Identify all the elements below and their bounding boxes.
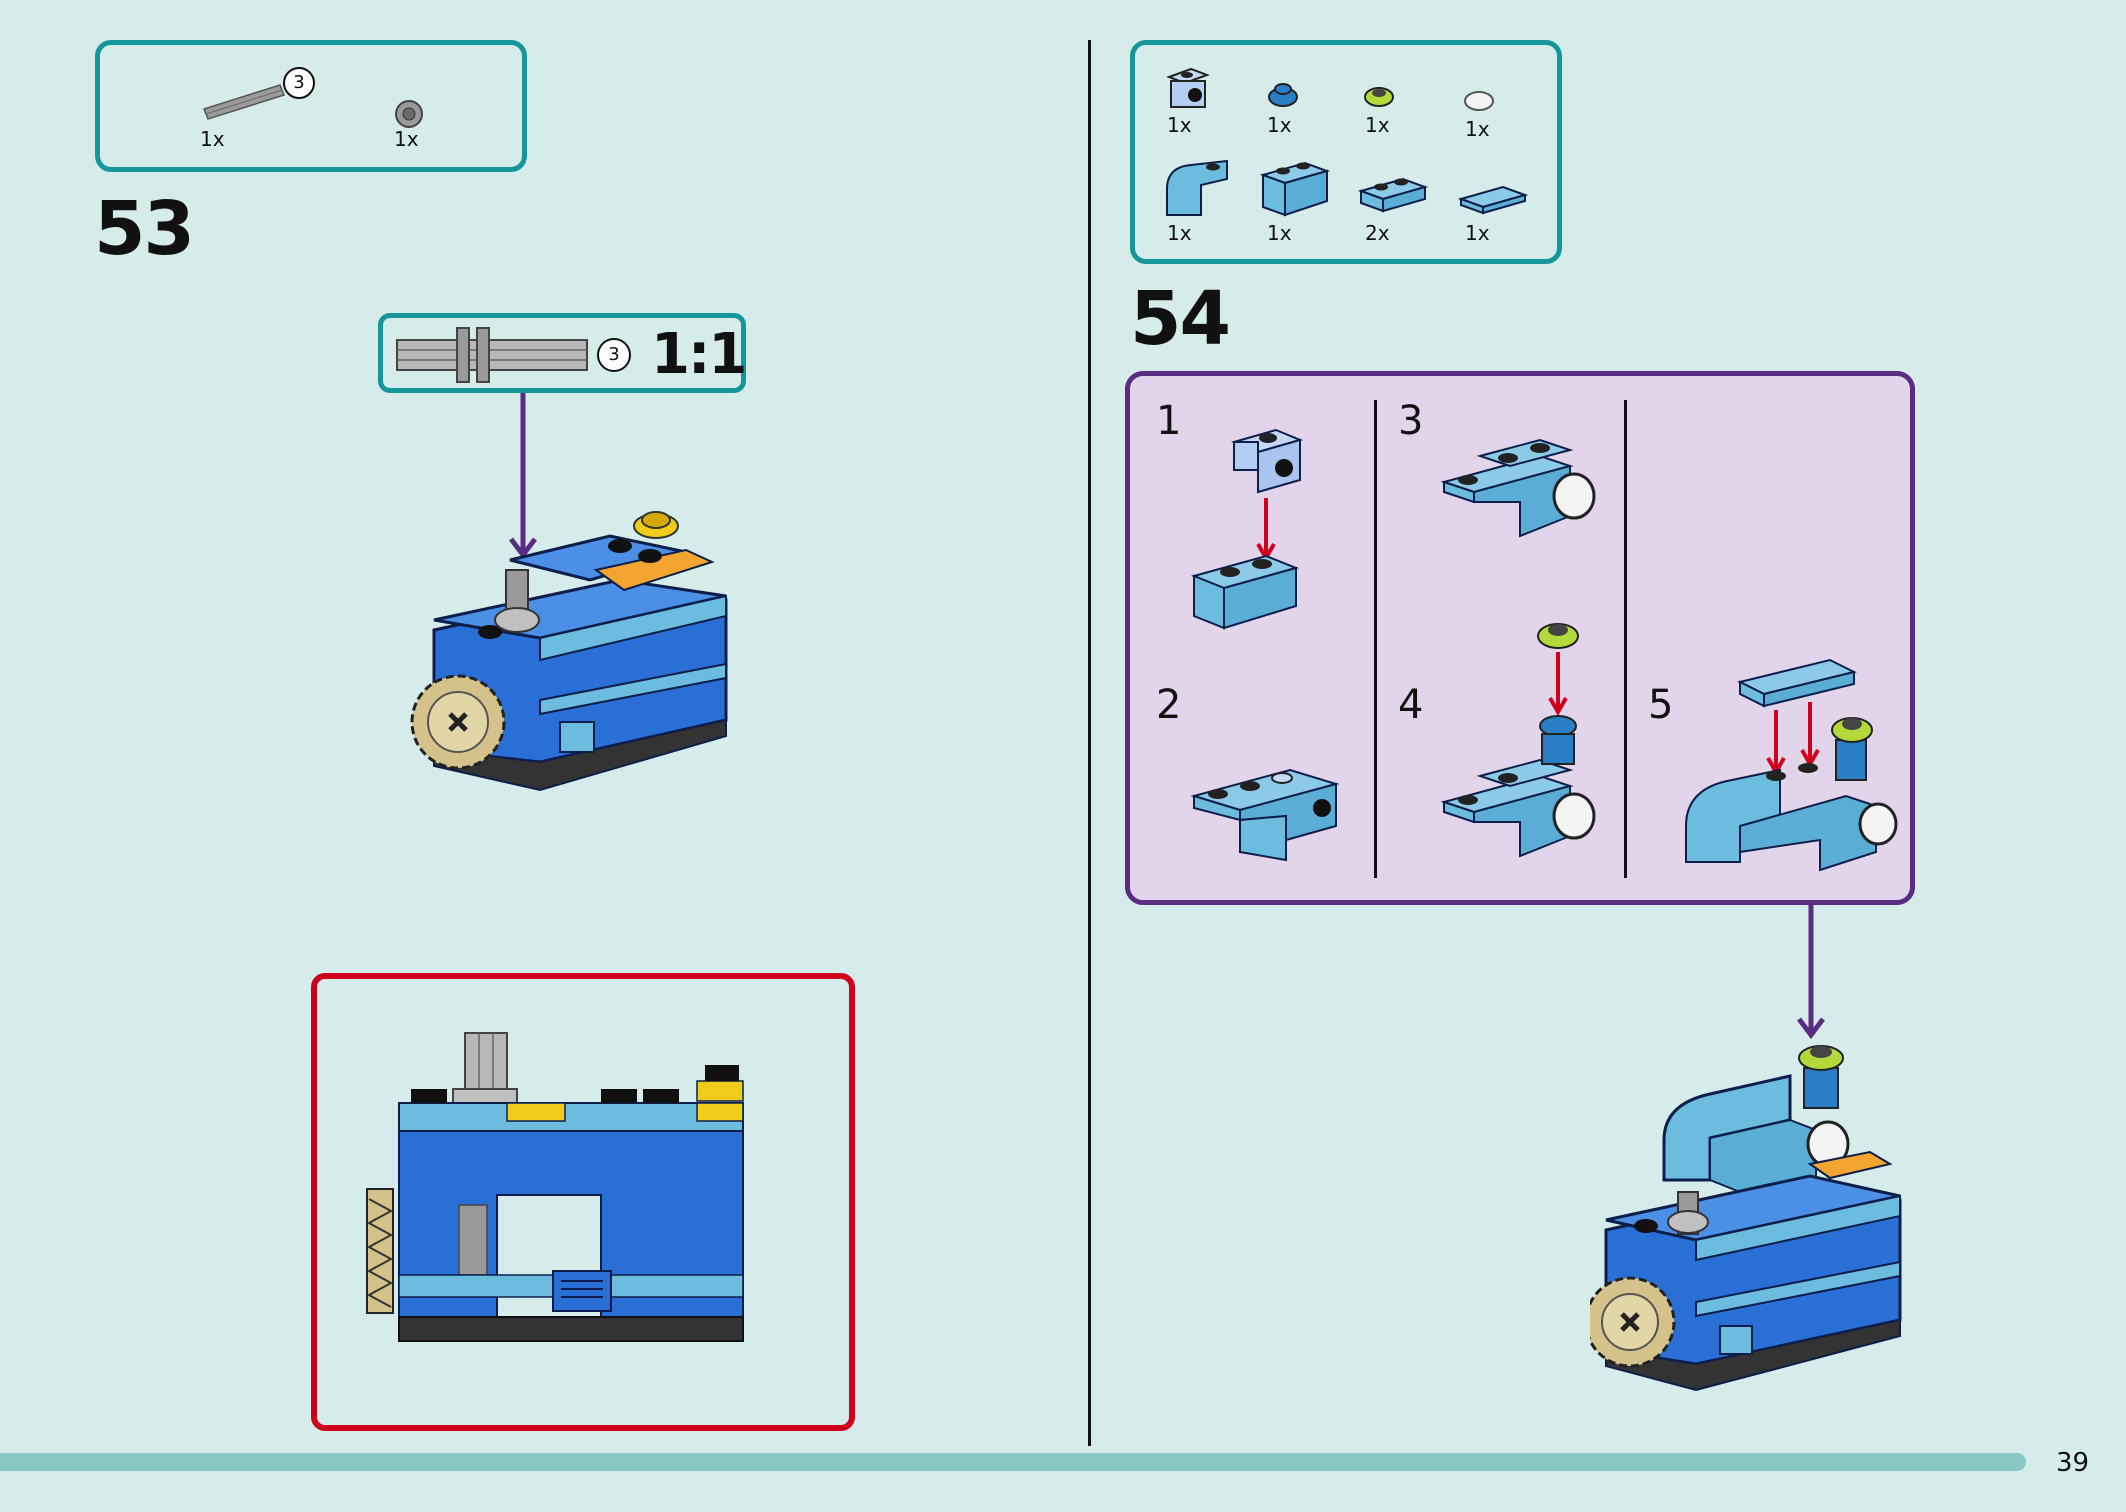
- bracket-qty: 1x: [1167, 113, 1192, 137]
- step-number-53: 53: [94, 186, 195, 272]
- attach-arrow-icon: [1797, 905, 1825, 1040]
- substep-number-5: 5: [1648, 682, 1674, 728]
- substep3-illustration: [1440, 438, 1596, 538]
- round-tile-white-qty: 1x: [1465, 117, 1490, 141]
- round-plate-lime-part-icon: [1364, 87, 1394, 107]
- side-view-callout: [311, 973, 855, 1431]
- substep-divider-2: [1624, 400, 1627, 878]
- brick-1x2-qty: 1x: [1267, 221, 1292, 245]
- step53-model-illustration: [410, 511, 728, 792]
- step54-model-illustration: [1590, 1045, 1902, 1392]
- substep2-illustration: [1190, 768, 1340, 862]
- scale-label: 1:1: [651, 322, 747, 387]
- substep-divider-1: [1374, 400, 1377, 878]
- page-bottom-bar: [0, 1453, 2026, 1471]
- axle-length-badge: 3: [283, 67, 315, 99]
- parts-list-step54: 1x 1x 1x 1x 1x 1x 2x 1x: [1130, 40, 1562, 264]
- round-plate-lime-qty: 1x: [1365, 113, 1390, 137]
- substep-number-4: 4: [1398, 682, 1424, 728]
- callout-length-badge: 3: [597, 338, 631, 372]
- substep1-illustration: [1190, 428, 1304, 630]
- tile-1x2-part-icon: [1457, 185, 1529, 215]
- axle-qty: 1x: [200, 127, 225, 151]
- substep-number-3: 3: [1398, 398, 1424, 444]
- axle-part-icon: [203, 84, 285, 120]
- substep5-illustration: [1685, 658, 1898, 872]
- brick-1x2-part-icon: [1259, 161, 1331, 217]
- round-tile-white-part-icon: [1464, 91, 1494, 111]
- curved-slope-part-icon: [1166, 159, 1228, 216]
- round-plate-blue-qty: 1x: [1267, 113, 1292, 137]
- side-view-illustration: [366, 1032, 744, 1342]
- round-plate-blue-part-icon: [1268, 83, 1298, 107]
- substep-number-1: 1: [1156, 398, 1182, 444]
- substep4-illustration: [1440, 623, 1596, 858]
- page-number: 39: [2056, 1448, 2090, 1478]
- step-number-54: 54: [1130, 276, 1231, 362]
- bracket-part-icon: [1166, 67, 1210, 108]
- insert-arrow-icon: [509, 393, 537, 560]
- bush-qty: 1x: [394, 127, 419, 151]
- plate-1x2-part-icon: [1357, 177, 1429, 213]
- axle-scale-callout: 3 1:1: [378, 313, 747, 393]
- subassembly-panel: 1 2 3 4 5: [1125, 371, 1915, 905]
- bush-part-icon: [395, 100, 423, 128]
- substep-number-2: 2: [1156, 682, 1182, 728]
- plate-1x2-qty: 2x: [1365, 221, 1390, 245]
- tile-1x2-qty: 1x: [1465, 221, 1490, 245]
- axle-actual-size-icon: [396, 327, 588, 383]
- page-divider: [1088, 40, 1091, 1446]
- curved-slope-qty: 1x: [1167, 221, 1192, 245]
- parts-list-step53: 3 1x 1x: [95, 40, 527, 172]
